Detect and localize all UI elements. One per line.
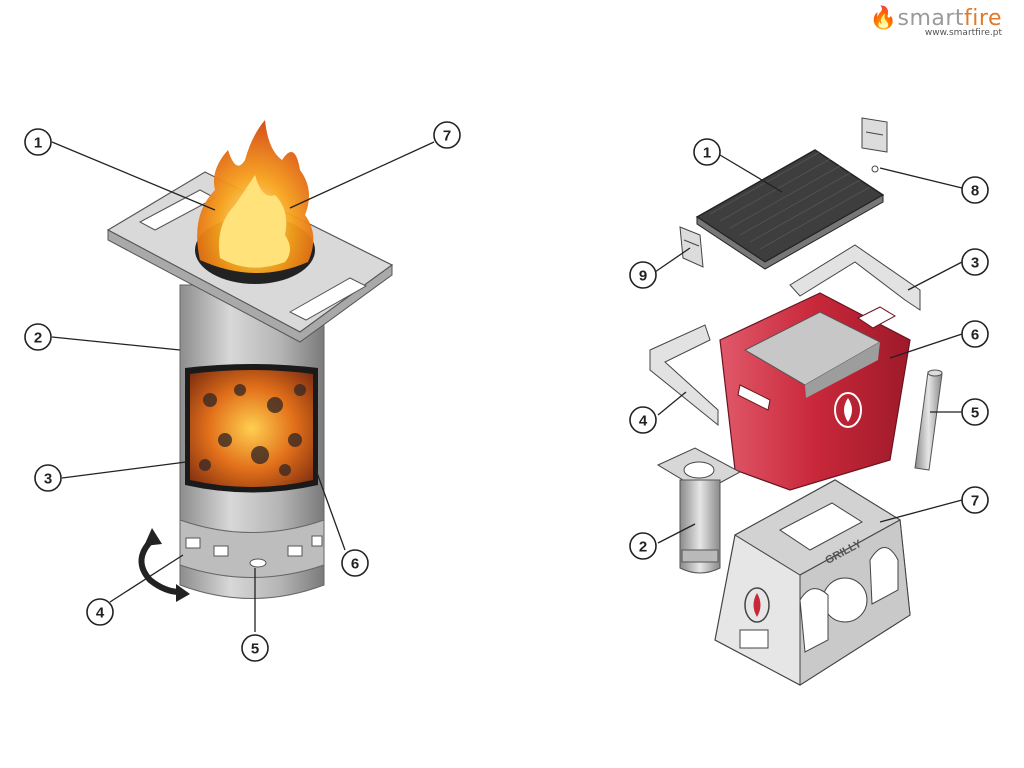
side-bracket [679,226,704,268]
svg-text:7: 7 [443,128,451,145]
callout-left-7: 7 [433,121,461,149]
svg-text:4: 4 [96,605,105,622]
svg-text:6: 6 [971,327,979,344]
svg-text:9: 9 [639,268,647,285]
svg-text:8: 8 [971,183,979,200]
brand-name: 🔥smartfire [869,6,1002,31]
callout-right-5: 5 [961,398,989,426]
leader-line [657,523,696,544]
callout-left-1: 1 [24,128,52,156]
svg-text:6: 6 [351,556,359,573]
coals [199,384,306,476]
leader-line [51,336,181,351]
firebox-logo [834,392,862,428]
callout-right-1: 1 [693,138,721,166]
leader-line [889,333,963,359]
stand-arch [799,588,829,653]
small-plate [861,117,888,153]
svg-text:1: 1 [34,135,42,152]
callout-right-8: 8 [961,176,989,204]
stand-logo-flame [753,593,761,617]
firebox-logo-flame [844,398,852,422]
air-tube [914,371,943,471]
leader-line [315,469,346,551]
small-plate-line [865,131,884,136]
stand-hole [822,577,868,623]
mini-chimney-opening [683,461,715,479]
brand-logo: 🔥smartfire www.smartfire.pt [870,6,1002,38]
bracket-line [683,239,700,247]
leader-line [654,247,691,273]
svg-text:1: 1 [703,145,711,162]
callout-left-4: 4 [86,598,114,626]
air-hole [311,535,323,547]
stand-opening [779,502,863,551]
flame-core [219,175,290,268]
callout-left-6: 6 [341,549,369,577]
stand-arch [869,547,899,605]
firebox-inner-wall [805,342,880,398]
svg-text:2: 2 [639,539,647,556]
air-hole [213,545,229,557]
air-tube-top [927,369,943,377]
top-plate-edge [107,229,393,343]
callout-left-3: 3 [34,464,62,492]
callout-left-2: 2 [24,323,52,351]
air-ring [179,519,325,578]
callout-right-6: 6 [961,320,989,348]
rotate-arrow-head [176,584,190,602]
leader-line [879,167,963,189]
brand-url: www.smartfire.pt [924,28,1002,38]
svg-text:7: 7 [971,493,979,510]
leader-line [657,391,687,416]
assembled-grill: 1 2 3 4 5 6 7 [24,120,461,662]
callout-right-4: 4 [629,406,657,434]
svg-text:2: 2 [34,330,42,347]
stand-label-plate [739,629,769,649]
callout-right-3: 3 [961,248,989,276]
svg-text:5: 5 [251,641,259,658]
stand-logo-badge [744,587,770,623]
firebox-handle [737,384,771,411]
mini-chimney-vent [681,549,719,563]
leader-line [719,154,783,193]
svg-text:4: 4 [639,413,648,430]
air-knob [249,558,267,568]
handle-slot [288,277,368,321]
grill-grid [709,151,871,250]
callout-right-9: 9 [629,261,657,289]
svg-text:5: 5 [971,405,979,422]
angle-bracket-right [789,244,921,311]
angle-bracket-left [649,324,719,427]
leader-line [109,554,184,603]
svg-text:3: 3 [971,255,979,272]
leader-line [51,141,216,211]
callout-right-2: 2 [629,532,657,560]
callout-right-7: 7 [961,486,989,514]
callout-left-5: 5 [241,634,269,662]
rotate-arrow-head [144,528,162,546]
rotate-arrow-icon [138,537,181,595]
firebox-handle [857,306,897,329]
leader-line [289,141,435,209]
leader-line [61,461,187,479]
leader-line [907,261,963,291]
air-hole [185,537,201,549]
grill-plate-edge [696,194,884,270]
screw [871,165,879,173]
leader-line [879,499,963,523]
exploded-view: GRILLY 1 2 3 4 5 6 7 8 9 [629,117,989,686]
embers [190,370,313,487]
air-hole [287,545,303,557]
svg-text:3: 3 [44,471,52,488]
flame-icon: 🔥 [869,6,898,31]
